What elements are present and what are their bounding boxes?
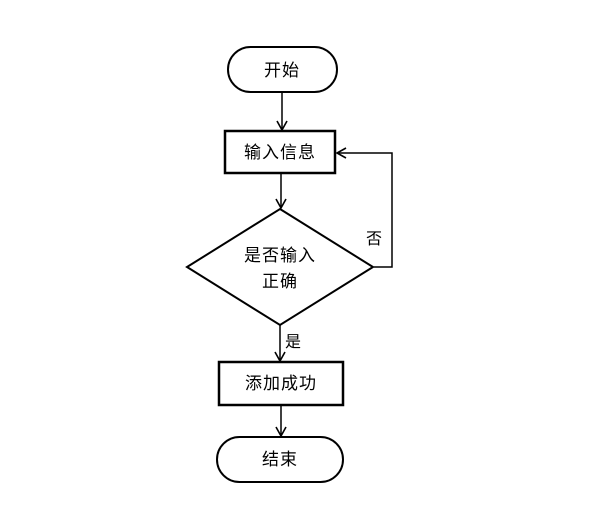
edge-label-no: 否 (366, 231, 382, 248)
input-node-label: 输入信息 (244, 143, 316, 162)
start-node-label: 开始 (264, 61, 300, 80)
edge-label-yes: 是 (285, 334, 301, 351)
decision-node-label-line1: 是否输入 (244, 246, 316, 265)
start-node-shape (227, 46, 338, 93)
success-node-shape (217, 360, 345, 407)
end-node-shape (216, 436, 344, 483)
edge-no-loop-to-input (335, 147, 393, 268)
input-node-shape (223, 129, 337, 175)
decision-node-label-line2: 正确 (262, 272, 298, 291)
success-node-label: 添加成功 (245, 374, 317, 393)
end-node-label: 结束 (262, 450, 298, 469)
decision-node-shape (185, 207, 375, 327)
